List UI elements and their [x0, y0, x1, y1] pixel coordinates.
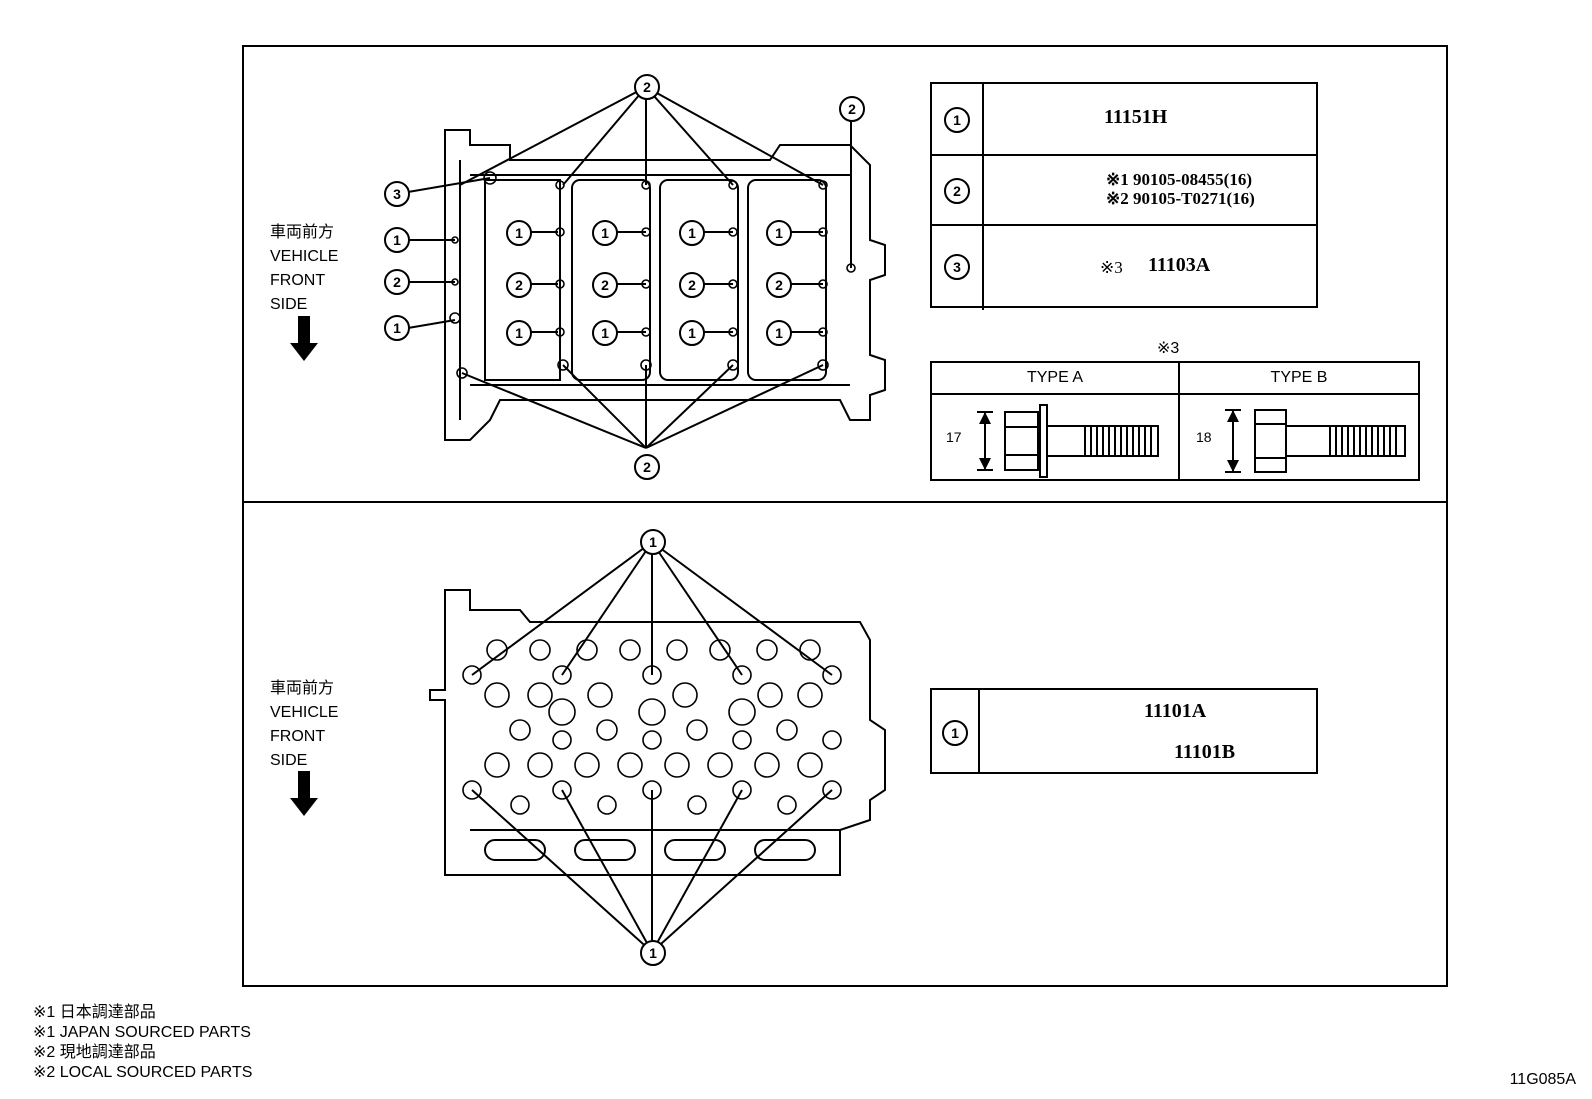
row-number: 1 [944, 107, 970, 133]
upper-row-2: 2 ※1 90105-08455(16) ※2 90105-T0271(16) [932, 154, 1316, 226]
front-arrow-upper [290, 316, 318, 361]
footnote-2-en: ※2 LOCAL SOURCED PARTS [33, 1064, 253, 1081]
type-b-column: TYPE B 18 [1180, 363, 1418, 479]
panel-divider [242, 501, 1448, 503]
footnotes: ※1 日本調達部品 ※1 JAPAN SOURCED PARTS ※2 現地調達… [33, 1003, 252, 1083]
cylinder-head-outline [429, 589, 886, 876]
part-number-bolt: 11101A [1144, 700, 1207, 722]
front-line2: FRONT [270, 272, 326, 289]
callout-1: 1 [384, 227, 410, 253]
drawing-code: 11G085A [1509, 1071, 1576, 1088]
type-note: ※3 [1157, 340, 1180, 357]
callout-2: 2 [679, 272, 705, 298]
callout-1: 1 [640, 529, 666, 555]
lower-row-1: 1 11101A 11101B [932, 690, 1316, 774]
callout-1: 1 [679, 220, 705, 246]
front-line2: FRONT [270, 728, 326, 745]
row-number: 2 [944, 178, 970, 204]
type-a-bolt-drawing [977, 404, 1159, 478]
part-number-washer: 11101B [1174, 741, 1236, 763]
callout-1: 1 [766, 320, 792, 346]
front-jp: 車両前方 [270, 224, 335, 241]
callout-1: 1 [506, 220, 532, 246]
footnote-1-en: ※1 JAPAN SOURCED PARTS [33, 1024, 251, 1041]
part-number-japan: ※1 90105-08455(16) [1106, 170, 1252, 189]
callout-2: 2 [766, 272, 792, 298]
callout-3: 3 [384, 181, 410, 207]
part-number: 11103A [1148, 254, 1211, 276]
front-line3: SIDE [270, 296, 308, 313]
callout-1: 1 [640, 940, 666, 966]
callout-1: 1 [679, 320, 705, 346]
part-number-local: ※2 90105-T0271(16) [1106, 189, 1255, 208]
part-number: 11151H [1104, 106, 1168, 128]
footnote-2-jp: ※2 現地調達部品 [33, 1044, 156, 1061]
callout-1: 1 [766, 220, 792, 246]
callout-1: 1 [592, 220, 618, 246]
type-b-dim: 18 [1196, 429, 1212, 445]
row-number: 1 [942, 720, 968, 746]
front-jp: 車両前方 [270, 680, 335, 697]
upper-parts-table: 1 11151H 2 ※1 90105-08455(16) ※2 90105-T… [930, 82, 1318, 310]
upper-row-3: 3 ※3 11103A [932, 224, 1316, 310]
front-line3: SIDE [270, 752, 308, 769]
type-b-label: TYPE B [1180, 363, 1418, 395]
part-note: ※3 [1100, 258, 1123, 277]
callout-2: 2 [592, 272, 618, 298]
row-number: 3 [944, 254, 970, 280]
vehicle-front-label-lower: 車両前方 VEHICLE FRONT SIDE [270, 677, 338, 773]
diagram-frame [242, 45, 1448, 987]
cylinder-block-outline [444, 129, 886, 441]
bolt-type-table: TYPE A 17 TYPE B 18 [930, 361, 1420, 481]
front-line1: VEHICLE [270, 248, 339, 265]
callout-1: 1 [384, 315, 410, 341]
lower-parts-table: 1 11101A 11101B [930, 688, 1318, 774]
callout-2: 2 [634, 454, 660, 480]
callout-2: 2 [839, 96, 865, 122]
type-a-dim: 17 [946, 429, 962, 445]
callout-2: 2 [634, 74, 660, 100]
callout-2: 2 [506, 272, 532, 298]
vehicle-front-label-upper: 車両前方 VEHICLE FRONT SIDE [270, 221, 338, 317]
type-b-bolt-drawing [1225, 409, 1406, 473]
callout-2: 2 [384, 269, 410, 295]
type-a-label: TYPE A [932, 363, 1178, 395]
type-a-column: TYPE A 17 [932, 363, 1180, 479]
front-arrow-lower [290, 771, 318, 816]
upper-row-1: 1 11151H [932, 84, 1316, 154]
footnote-1-jp: ※1 日本調達部品 [33, 1004, 156, 1021]
callout-1: 1 [506, 320, 532, 346]
front-line1: VEHICLE [270, 704, 339, 721]
callout-1: 1 [592, 320, 618, 346]
